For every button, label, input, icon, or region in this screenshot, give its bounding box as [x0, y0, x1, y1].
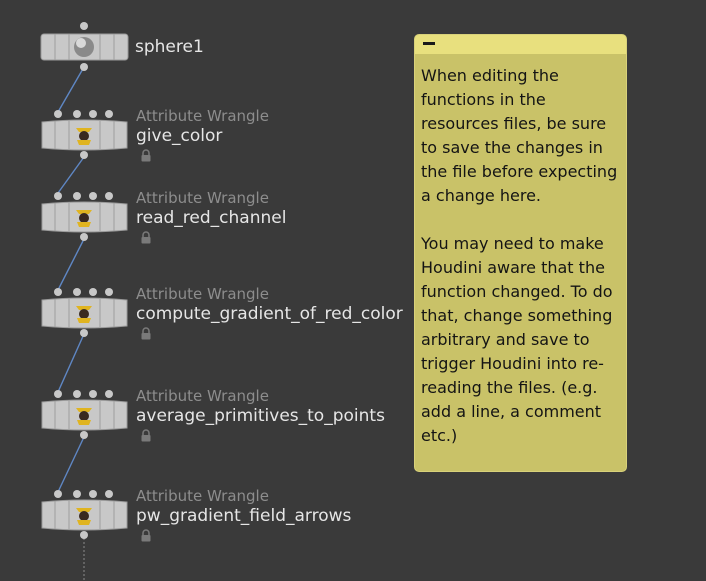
input-connector[interactable] — [105, 390, 113, 398]
wrangle-cowboy-icon — [76, 408, 92, 425]
input-connector[interactable] — [89, 490, 97, 498]
input-connector[interactable] — [54, 192, 62, 200]
input-connector[interactable] — [54, 390, 62, 398]
lock-icon[interactable] — [140, 327, 152, 340]
input-connector[interactable] — [73, 490, 81, 498]
node-give-color[interactable] — [41, 110, 128, 159]
input-connector[interactable] — [54, 490, 62, 498]
collapse-icon[interactable] — [423, 42, 435, 45]
lock-icon[interactable] — [140, 231, 152, 244]
output-connector[interactable] — [80, 151, 88, 159]
sticky-note-paragraph-1: When editing the functions in the resour… — [421, 66, 618, 205]
input-connector[interactable] — [105, 490, 113, 498]
node-name-average-primitives: average_primitives_to_points — [136, 406, 385, 426]
input-connector[interactable] — [105, 192, 113, 200]
node-type-read-red-channel: Attribute Wrangle — [136, 189, 269, 207]
wire-give-color-to-read-red-channel[interactable] — [57, 156, 85, 194]
input-connector[interactable] — [54, 110, 62, 118]
sphere-icon — [74, 37, 94, 57]
lock-icon[interactable] — [140, 429, 152, 442]
wrangle-cowboy-icon — [76, 128, 92, 145]
input-connector[interactable] — [105, 288, 113, 296]
sticky-note-paragraph-2: You may need to make Houdini aware that … — [421, 234, 613, 445]
sticky-note-header[interactable] — [415, 35, 626, 54]
node-type-compute-gradient: Attribute Wrangle — [136, 285, 269, 303]
input-connector[interactable] — [54, 288, 62, 296]
output-connector[interactable] — [80, 431, 88, 439]
input-connector[interactable] — [105, 110, 113, 118]
input-connector[interactable] — [89, 110, 97, 118]
input-connector[interactable] — [73, 192, 81, 200]
sticky-note[interactable]: When editing the functions in the resour… — [414, 34, 627, 472]
input-connector[interactable] — [73, 110, 81, 118]
node-type-average-primitives: Attribute Wrangle — [136, 387, 269, 405]
wire-compute-gradient-to-average-primitives[interactable] — [57, 333, 85, 393]
wire-sphere1-to-give-color[interactable] — [57, 66, 85, 113]
wrangle-cowboy-icon — [76, 210, 92, 227]
output-connector[interactable] — [80, 531, 88, 539]
output-connector[interactable] — [80, 233, 88, 241]
node-read-red-channel[interactable] — [41, 192, 128, 241]
input-connector[interactable] — [89, 390, 97, 398]
node-type-pw-gradient: Attribute Wrangle — [136, 487, 269, 505]
input-connector[interactable] — [73, 288, 81, 296]
node-pw-gradient-field-arrows[interactable] — [41, 490, 128, 539]
input-connector[interactable] — [89, 192, 97, 200]
node-name-read-red-channel: read_red_channel — [136, 208, 287, 228]
output-connector[interactable] — [80, 329, 88, 337]
node-compute-gradient-of-red-color[interactable] — [41, 288, 128, 337]
node-type-give-color: Attribute Wrangle — [136, 107, 269, 125]
lock-icon[interactable] — [140, 149, 152, 162]
node-name-pw-gradient: pw_gradient_field_arrows — [136, 506, 352, 526]
wrangle-cowboy-icon — [76, 306, 92, 323]
node-name-sphere1: sphere1 — [135, 37, 204, 57]
output-connector[interactable] — [80, 63, 88, 71]
lock-icon[interactable] — [140, 529, 152, 542]
node-sphere1[interactable] — [40, 22, 129, 71]
wire-average-primitives-to-pw-gradient[interactable] — [57, 436, 85, 493]
wire-read-red-channel-to-compute-gradient[interactable] — [57, 238, 85, 291]
node-name-give-color: give_color — [136, 126, 223, 146]
input-connector[interactable] — [80, 22, 88, 30]
sticky-note-text[interactable]: When editing the functions in the resour… — [415, 54, 626, 448]
wrangle-cowboy-icon — [76, 508, 92, 525]
input-connector[interactable] — [73, 390, 81, 398]
node-average-primitives-to-points[interactable] — [41, 390, 128, 439]
node-name-compute-gradient: compute_gradient_of_red_color — [136, 304, 403, 324]
input-connector[interactable] — [89, 288, 97, 296]
